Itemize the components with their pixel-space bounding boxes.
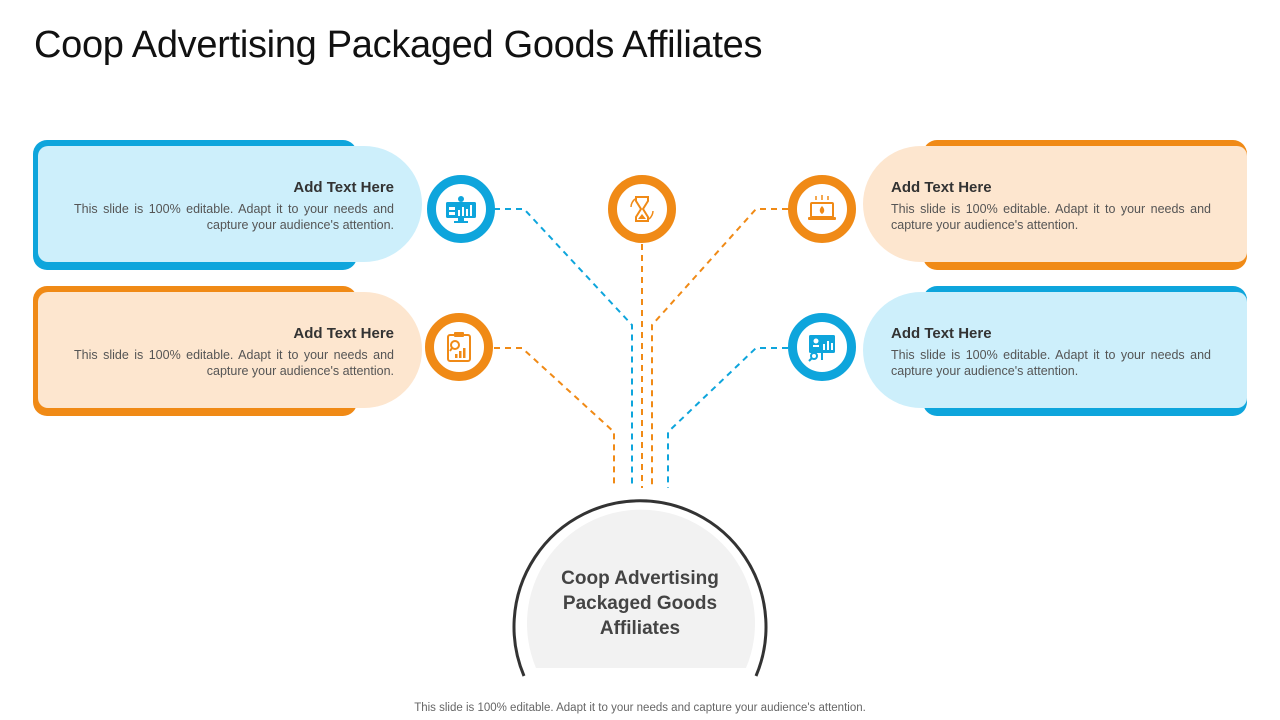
icon-badge-4 [788,313,856,381]
hourglass-icon [630,196,654,222]
panel-body-4: This slide is 100% editable. Adapt it to… [891,348,1211,378]
connector-item-3 [651,208,788,488]
connector-item-2 [494,347,615,488]
center-dome-outline [512,499,768,677]
slide-title: Coop Advertising Packaged Goods Affiliat… [34,24,763,66]
panel-heading-2: Add Text Here [293,325,394,342]
center-label: Coop Advertising Packaged Goods Affiliat… [540,566,740,641]
center-label-line-3: Affiliates [599,618,681,639]
icon-badge-2 [425,313,493,381]
laptop-fire-icon [808,195,836,220]
panel-body-2: This slide is 100% editable. Adapt it to… [74,348,394,378]
dashboard-monitor-icon [446,196,476,223]
panel-heading-3: Add Text Here [891,179,992,196]
connector-item-4 [667,347,788,488]
text-panel-3: Add Text Here This slide is 100% editabl… [863,146,1247,262]
icon-badge-top [608,175,676,243]
center-dome-fill [527,509,756,668]
clipboard-chart-icon [447,332,471,362]
text-panel-2: Add Text Here This slide is 100% editabl… [38,292,422,408]
icon-badge-3 [788,175,856,243]
panel-body-1: This slide is 100% editable. Adapt it to… [74,202,394,232]
panel-heading-1: Add Text Here [293,179,394,196]
text-panel-1: Add Text Here This slide is 100% editabl… [38,146,422,262]
center-label-line-1: Coop Advertising [561,568,719,589]
icon-badge-1 [427,175,495,243]
footer-note: This slide is 100% editable. Adapt it to… [414,702,866,714]
text-panel-4: Add Text Here This slide is 100% editabl… [863,292,1247,408]
connector-item-1 [494,208,633,488]
presentation-board-icon [808,335,835,362]
center-label-line-2: Packaged Goods [562,593,718,614]
panel-heading-4: Add Text Here [891,325,992,342]
panel-body-3: This slide is 100% editable. Adapt it to… [891,202,1211,232]
